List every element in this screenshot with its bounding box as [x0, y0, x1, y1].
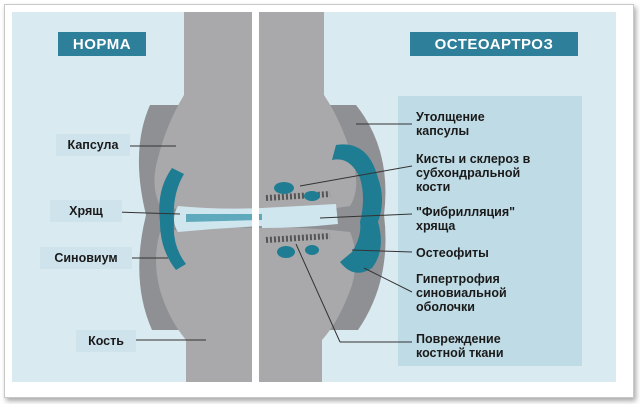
pointer-bone-damage-2 — [295, 243, 341, 343]
header-osteoarthrosis: ОСТЕОАРТРОЗ — [434, 35, 554, 53]
label-bone-damage: Повреждение костной ткани — [416, 332, 504, 360]
pointer-synovial-hypertrophy — [363, 267, 413, 293]
label-cysts-sclerosis: Кисты и склероз в субхондральной кости — [416, 152, 531, 194]
cyst-3 — [277, 246, 295, 258]
label-synovial-hypertrophy: Гипертрофия синовиальной оболочки — [416, 272, 507, 314]
pointer-cartilage — [115, 211, 181, 215]
header-left-bg — [58, 32, 146, 56]
cyst-4 — [305, 245, 319, 255]
oa-cartilage — [262, 204, 338, 228]
label-bone: Кость — [76, 330, 136, 352]
header-normal: НОРМА — [72, 35, 132, 53]
oa-sclerosis-lower — [265, 233, 331, 243]
pointer-osteophytes — [351, 249, 413, 253]
right-label-panel — [398, 96, 582, 366]
pointer-cysts — [299, 165, 413, 187]
label-capsule: Капсула — [56, 134, 130, 156]
label-osteophytes: Остеофиты — [416, 246, 489, 260]
label-cartilage: Хрящ — [50, 200, 122, 222]
divider — [252, 12, 259, 382]
cyst-2 — [304, 191, 320, 201]
oa-synovium-hypertrophy — [332, 144, 382, 273]
label-synovium: Синовиум — [40, 247, 132, 269]
normal-synovium — [159, 168, 186, 270]
label-cartilage-fibrillation: "Фибрилляция" хряща — [416, 205, 516, 233]
cyst-1 — [274, 182, 294, 194]
pointer-fibrillation — [319, 213, 413, 219]
normal-joint-line — [186, 214, 262, 222]
label-capsule-thickening: Утолщение капсулы — [416, 110, 485, 138]
header-right-bg — [410, 32, 578, 56]
